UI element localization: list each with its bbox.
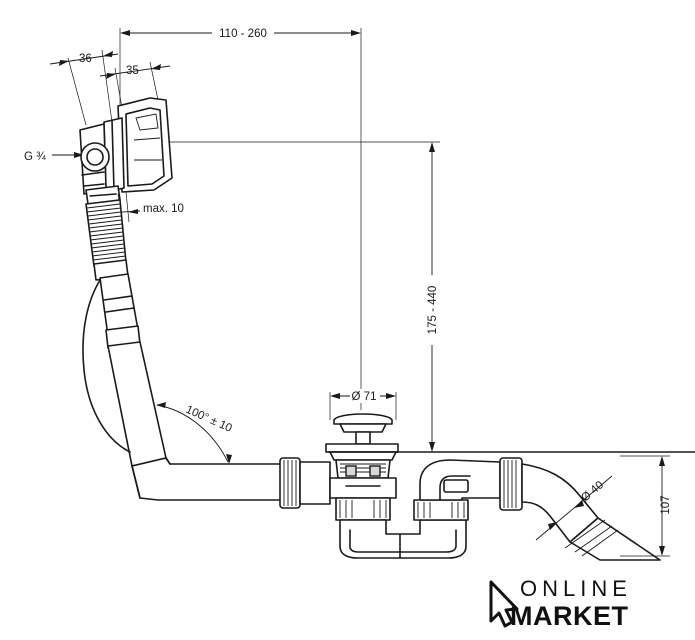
pipe-horizontal: [131, 457, 283, 501]
label-36: 36: [79, 53, 92, 65]
drain-plug: [325, 413, 695, 521]
label-height-range: 175 - 440: [427, 286, 439, 335]
dim-height-range: 175 - 440: [170, 141, 440, 453]
pipe-upper: [82, 273, 167, 467]
logo-line1: ONLINE: [520, 576, 632, 601]
outlet-bend: [419, 457, 661, 561]
trap: [339, 499, 469, 559]
overflow-head: [79, 97, 173, 205]
online-market-logo: ONLINE MARKET: [489, 576, 632, 631]
dim-36: 36: [49, 49, 119, 126]
dim-107: 107: [620, 455, 672, 557]
logo-line2: MARKET: [510, 601, 629, 631]
label-width-range: 110 - 260: [219, 28, 267, 40]
label-thread: G ¾: [24, 151, 46, 163]
union-nut-left: [279, 457, 331, 509]
label-dia71: Ø 71: [352, 391, 377, 403]
label-35: 35: [126, 65, 139, 77]
dim-width-range: 110 - 260: [119, 25, 362, 410]
cursor-icon: [489, 580, 519, 628]
label-dia40: Ø 40: [579, 479, 606, 504]
corrugated-hose: [85, 199, 129, 281]
label-107: 107: [660, 495, 672, 514]
label-max10: max. 10: [143, 203, 184, 215]
dim-angle: 100° ± 10: [156, 402, 234, 464]
dim-dia71: Ø 71: [329, 389, 397, 420]
dim-35: 35: [99, 61, 171, 109]
dim-thread: G ¾: [24, 151, 84, 163]
